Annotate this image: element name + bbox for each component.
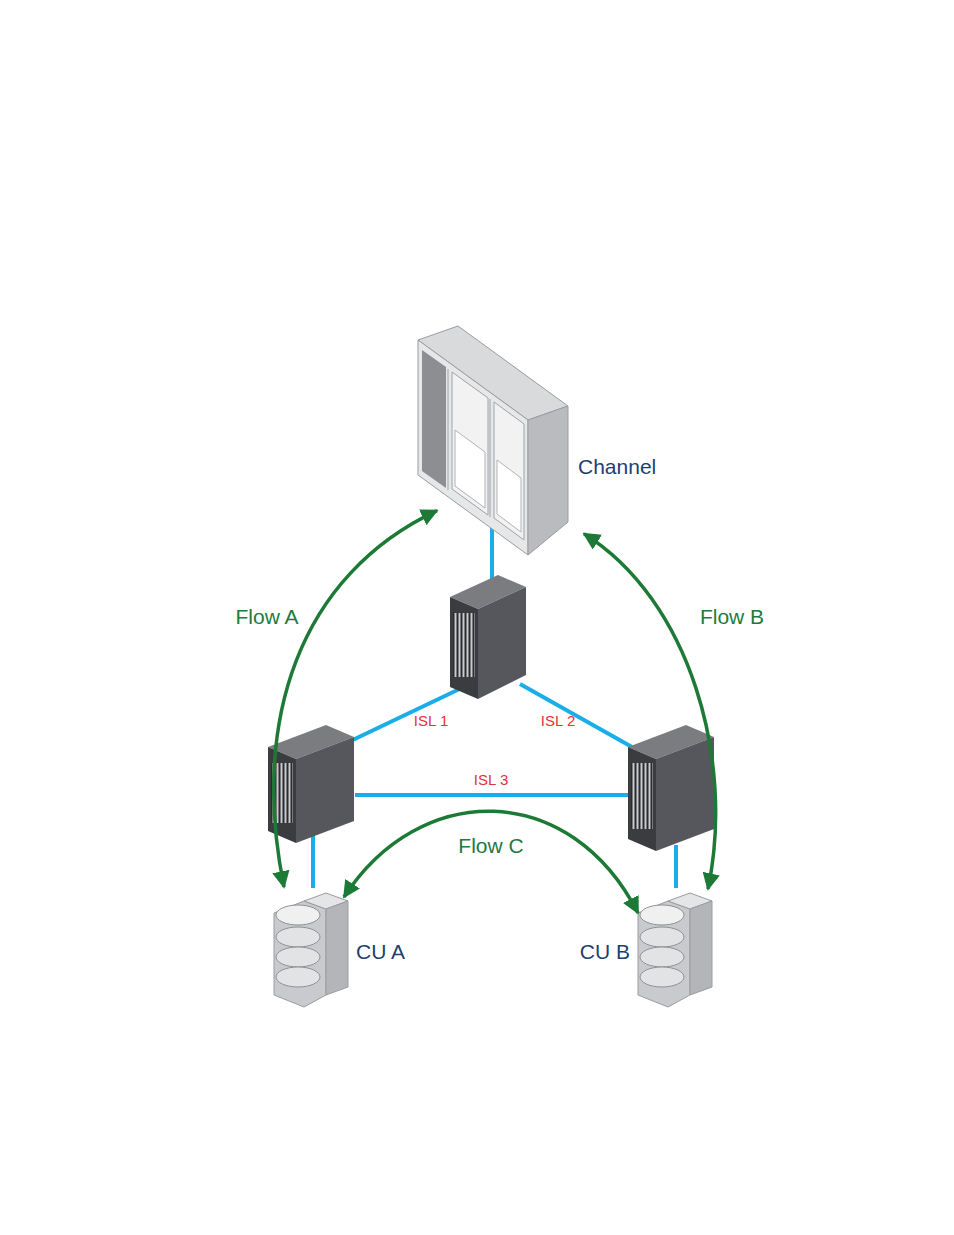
mainframe-icon — [418, 326, 568, 555]
flow-label: Flow A — [233, 605, 300, 629]
isl-label: ISL 3 — [474, 771, 508, 788]
node-label: CU A — [356, 940, 405, 964]
node-label: CU B — [580, 940, 630, 964]
isl-label: ISL 1 — [414, 712, 448, 729]
flow-arrow — [344, 811, 638, 913]
fibre-links — [313, 525, 676, 888]
mainframe-node: Channel — [415, 325, 570, 557]
storage-icon — [638, 893, 712, 1007]
flow-label: Flow B — [698, 605, 766, 629]
node-label: Channel — [578, 455, 656, 479]
flow-label: Flow C — [456, 834, 525, 858]
flow-arrow — [584, 534, 716, 889]
isl-label: ISL 2 — [541, 712, 575, 729]
storage-icon — [274, 893, 348, 1007]
storage-node: CU A — [272, 885, 350, 1007]
storage-node: CU B — [636, 885, 714, 1007]
